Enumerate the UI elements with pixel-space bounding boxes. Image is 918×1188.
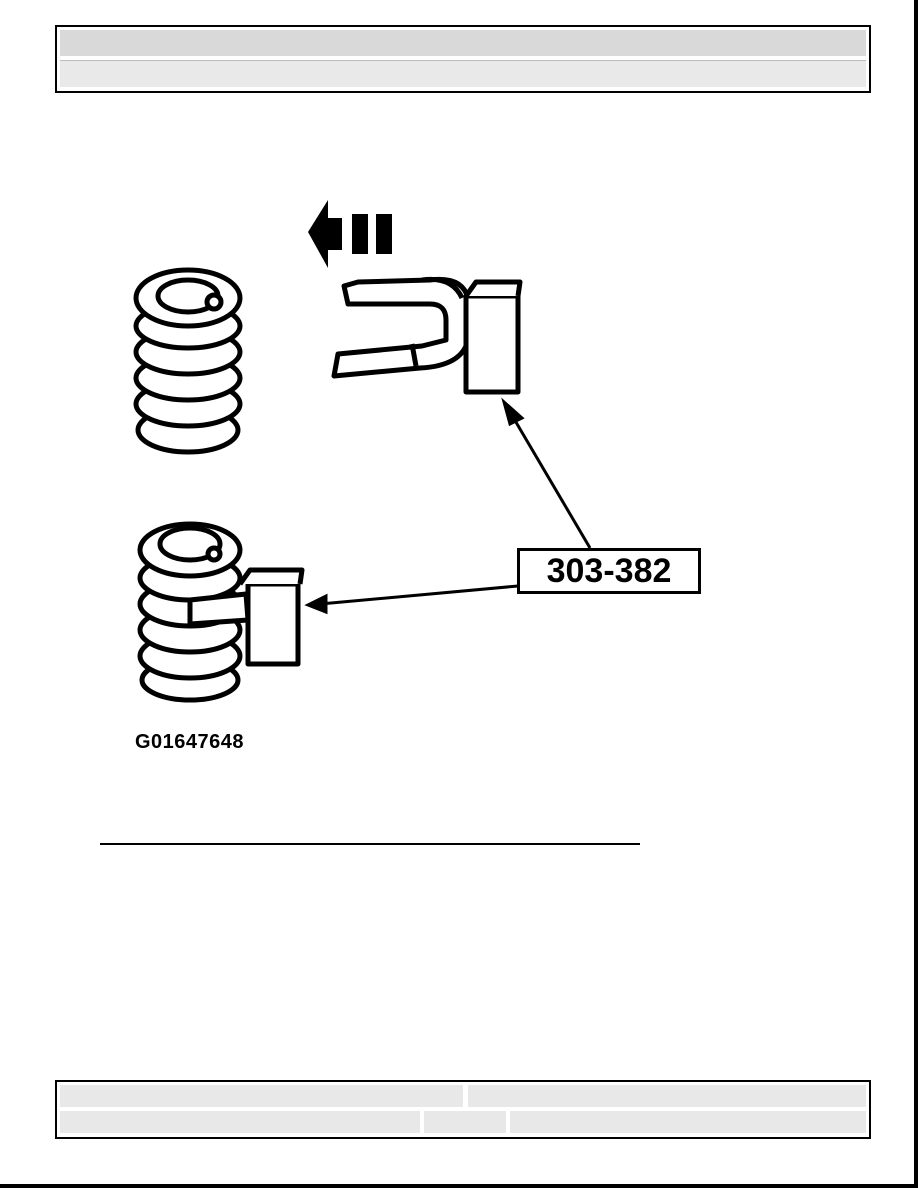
document-header [55, 25, 871, 93]
tool-fork-icon [331, 276, 523, 395]
callout-leader-lines [304, 397, 592, 615]
spring-compressor-figure [90, 180, 730, 770]
header-subtitle-bar [60, 60, 866, 87]
installed-tool-icon [187, 567, 305, 667]
header-title-bar [60, 30, 866, 56]
direction-arrow-icon [308, 200, 392, 268]
document-footer [55, 1080, 871, 1139]
footer-cell-1 [60, 1085, 463, 1107]
spring-top-icon [133, 267, 243, 455]
footer-cell-2 [468, 1085, 866, 1107]
tool-number-callout: 303-382 [517, 548, 701, 594]
section-divider [100, 843, 640, 845]
figure-id-label: G01647648 [135, 731, 245, 753]
footer-cell-5 [510, 1111, 866, 1133]
footer-cell-3 [60, 1111, 420, 1133]
figure-illustration [133, 200, 592, 703]
footer-cell-4 [424, 1111, 506, 1133]
spring-bottom-icon [137, 521, 243, 703]
